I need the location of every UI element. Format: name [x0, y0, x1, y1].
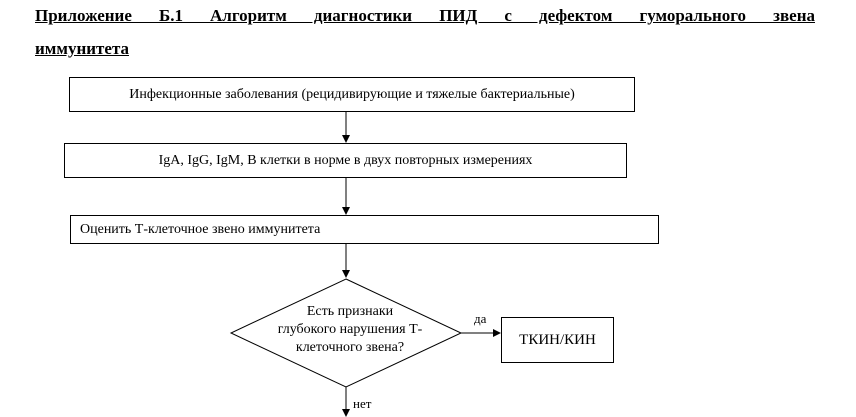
decision-line-1: Есть признаки: [306, 304, 394, 319]
step-infections: Инфекционные заболевания (рецидивирующие…: [69, 77, 635, 112]
no-label: нет: [353, 396, 372, 411]
step-immunoglobulins: IgA, IgG, IgM, B клетки в норме в двух п…: [64, 143, 627, 178]
step-infections-label: Инфекционные заболевания (рецидивирующие…: [129, 86, 575, 102]
appendix-title: Приложение Б.1 Алгоритм диагностики ПИД …: [35, 6, 815, 25]
result-tkin-kin-label: ТКИН/КИН: [519, 332, 596, 348]
step-assess-t-cells-label: Оценить Т-клеточное звено иммунитета: [80, 221, 321, 237]
appendix-title-continued: иммунитета: [35, 39, 129, 58]
yes-label: да: [474, 311, 487, 326]
step-assess-t-cells: Оценить Т-клеточное звено иммунитета: [70, 215, 659, 244]
step-immunoglobulins-label: IgA, IgG, IgM, B клетки в норме в двух п…: [158, 152, 533, 168]
decision-line-2: глубокого нарушения Т-: [277, 322, 423, 337]
decision-line-3: клеточного звена?: [295, 340, 405, 355]
decision-question: Есть признаки глубокого нарушения Т- кле…: [262, 303, 438, 357]
result-tkin-kin: ТКИН/КИН: [501, 317, 614, 363]
